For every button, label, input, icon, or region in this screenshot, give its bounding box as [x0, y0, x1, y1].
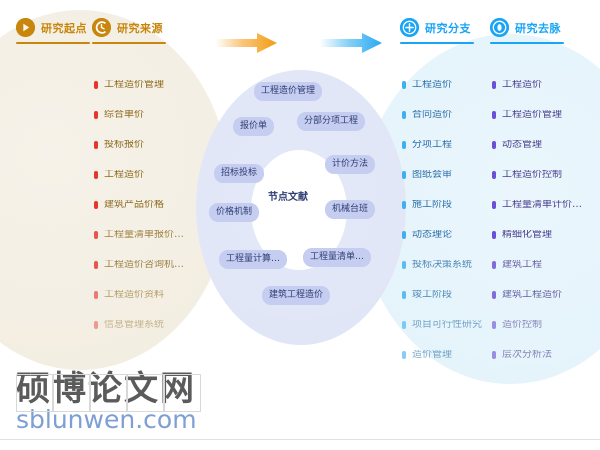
blue-arrow: [320, 32, 382, 58]
bullet-icon: [94, 141, 98, 149]
bullet-icon: [402, 171, 406, 179]
column-title-start: 研究起点: [41, 21, 87, 35]
list-item[interactable]: 工程造价管理: [94, 70, 184, 100]
list-column-source: 工程造价管理 综合单价 投标报价 工程造价 建筑产品价格 工程量清单报价… 工程…: [94, 70, 184, 340]
bullet-icon: [94, 171, 98, 179]
column-title-source: 研究来源: [117, 21, 163, 35]
list-item[interactable]: 建筑工程造价: [492, 280, 582, 310]
column-header-source: 研究来源: [92, 18, 163, 37]
list-item[interactable]: 造价控制: [492, 310, 582, 340]
bottom-divider: [0, 439, 600, 440]
bullet-icon: [492, 351, 496, 359]
header-rule-branch: [400, 42, 474, 44]
list-item[interactable]: 图纸会审: [402, 160, 482, 190]
column-title-branch: 研究分支: [425, 21, 471, 35]
list-item[interactable]: 动态理论: [402, 220, 482, 250]
center-bubble[interactable]: 招标投标: [214, 164, 265, 183]
list-item[interactable]: 层次分析法: [492, 340, 582, 370]
bullet-icon: [94, 321, 98, 329]
center-bubble[interactable]: 工程造价管理: [254, 82, 323, 101]
list-item[interactable]: 工程造价咨询机…: [94, 250, 184, 280]
list-item[interactable]: 精细化管理: [492, 220, 582, 250]
bullet-icon: [402, 201, 406, 209]
bullet-icon: [94, 231, 98, 239]
center-bubble[interactable]: 分部分项工程: [297, 112, 366, 131]
list-column-lineage: 工程造价 工程造价管理 动态管理 工程造价控制 工程量清单计价… 精细化管理 建…: [492, 70, 582, 370]
center-bubble[interactable]: 计价方法: [325, 155, 376, 174]
center-node-label[interactable]: 节点文献: [268, 192, 308, 203]
list-item[interactable]: 工程造价控制: [492, 160, 582, 190]
list-item[interactable]: 工程量清单报价…: [94, 220, 184, 250]
list-item[interactable]: 投标报价: [94, 130, 184, 160]
header-rule-start: [16, 42, 90, 44]
list-item[interactable]: 动态管理: [492, 130, 582, 160]
list-item[interactable]: 工程造价管理: [492, 100, 582, 130]
list-item[interactable]: 信息管理系统: [94, 310, 184, 340]
list-item[interactable]: 工程造价: [402, 70, 482, 100]
list-item[interactable]: 工程量清单计价…: [492, 190, 582, 220]
bullet-icon: [492, 291, 496, 299]
header-rule-lineage: [490, 42, 564, 44]
bullet-icon: [94, 261, 98, 269]
bullet-icon: [492, 81, 496, 89]
bullet-icon: [402, 111, 406, 119]
bullet-icon: [492, 261, 496, 269]
watermark-cn-text: 硕博论文网: [16, 369, 196, 409]
bullet-icon: [94, 111, 98, 119]
center-bubble[interactable]: 机械台班: [325, 200, 376, 219]
list-item[interactable]: 合同造价: [402, 100, 482, 130]
list-item[interactable]: 建筑工程: [492, 250, 582, 280]
bullet-icon: [492, 111, 496, 119]
orange-arrow: [215, 32, 277, 58]
bullet-icon: [402, 351, 406, 359]
list-item[interactable]: 工程造价: [94, 160, 184, 190]
center-bubble[interactable]: 建筑工程造价: [262, 286, 331, 305]
list-column-branch: 工程造价 合同造价 分项工程 图纸会审 施工阶段 动态理论 投标决策系统 竣工: [402, 70, 482, 370]
bullet-icon: [94, 201, 98, 209]
center-bubble[interactable]: 价格机制: [209, 203, 260, 222]
column-header-branch: 研究分支: [400, 18, 471, 37]
plus-circle-icon: [400, 18, 419, 37]
bullet-icon: [402, 231, 406, 239]
list-item[interactable]: 分项工程: [402, 130, 482, 160]
list-item[interactable]: 工程造价资料: [94, 280, 184, 310]
list-item[interactable]: 工程造价: [492, 70, 582, 100]
list-item[interactable]: 造价管理: [402, 340, 482, 370]
bullet-icon: [402, 141, 406, 149]
center-bubble[interactable]: 工程量清单…: [303, 248, 372, 267]
bullet-icon: [94, 291, 98, 299]
target-circle-icon: [490, 18, 509, 37]
bullet-icon: [402, 81, 406, 89]
list-item[interactable]: 竣工阶段: [402, 280, 482, 310]
watermark-en-text: sblunwen.com: [16, 404, 197, 434]
watermark: 硕博论文网 sblunwen.com: [16, 369, 216, 434]
bullet-icon: [492, 321, 496, 329]
bullet-icon: [402, 261, 406, 269]
clock-circle-icon: [92, 18, 111, 37]
bullet-icon: [402, 321, 406, 329]
list-item[interactable]: 建筑产品价格: [94, 190, 184, 220]
center-bubble[interactable]: 工程量计算…: [219, 250, 288, 269]
column-header-lineage: 研究去脉: [490, 18, 561, 37]
play-circle-icon: [16, 18, 35, 37]
list-item[interactable]: 施工阶段: [402, 190, 482, 220]
column-header-start: 研究起点: [16, 18, 87, 37]
list-item[interactable]: 投标决策系统: [402, 250, 482, 280]
bullet-icon: [492, 171, 496, 179]
bullet-icon: [492, 231, 496, 239]
header-rule-source: [92, 42, 166, 44]
center-bubble[interactable]: 报价单: [233, 117, 275, 136]
column-title-lineage: 研究去脉: [515, 21, 561, 35]
bullet-icon: [402, 291, 406, 299]
bullet-icon: [94, 81, 98, 89]
bullet-icon: [492, 201, 496, 209]
bullet-icon: [492, 141, 496, 149]
list-item[interactable]: 项目可行性研究: [402, 310, 482, 340]
list-item[interactable]: 综合单价: [94, 100, 184, 130]
